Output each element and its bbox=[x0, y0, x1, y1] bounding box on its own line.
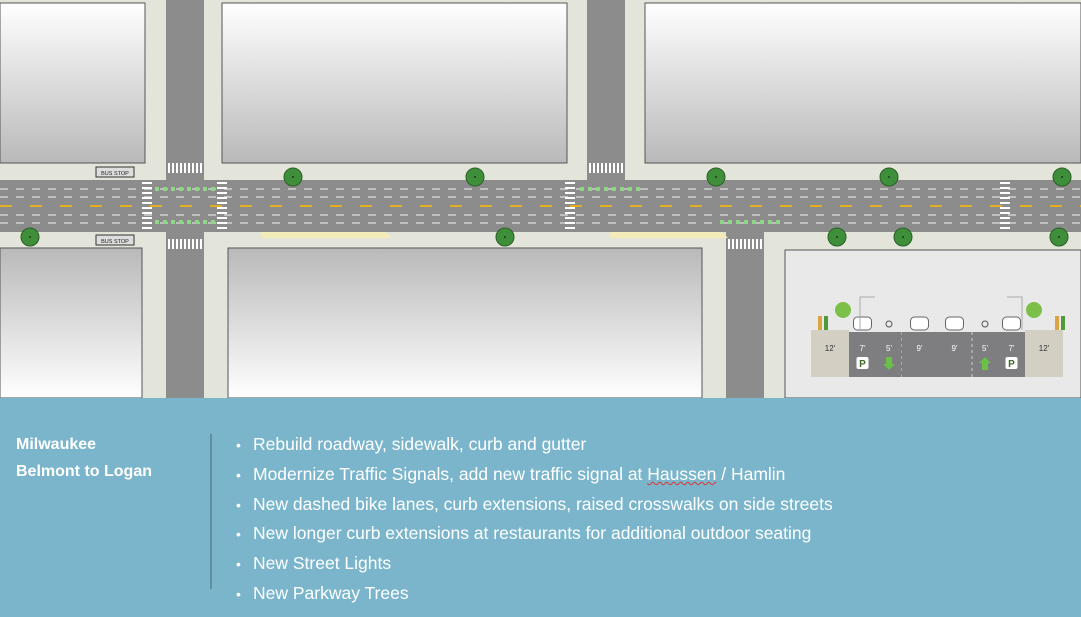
lane-bike: 5' bbox=[876, 320, 903, 377]
spellcheck-word: Haussen bbox=[647, 463, 717, 484]
project-title: Milwaukee Belmont to Logan bbox=[16, 431, 152, 485]
bullet-item: New Parkway Trees bbox=[236, 579, 833, 609]
title-limits: Belmont to Logan bbox=[16, 463, 152, 480]
tree-trunk bbox=[29, 236, 31, 238]
lane-sidewalk: 12' bbox=[811, 330, 849, 377]
parking-letter: P bbox=[1008, 359, 1015, 370]
tree-trunk bbox=[292, 176, 294, 178]
bullet-item: New Street Lights bbox=[236, 549, 833, 579]
title-street: Milwaukee bbox=[16, 436, 97, 453]
lane-sidewalk: 12' bbox=[1025, 330, 1063, 377]
car-icon bbox=[1002, 316, 1021, 331]
bullet-text: Modernize Traffic Signals, add new traff… bbox=[253, 463, 648, 484]
lane-surface bbox=[811, 330, 849, 377]
cross-street-east-south bbox=[726, 230, 764, 398]
tree-icon bbox=[835, 302, 851, 318]
lane-surface bbox=[876, 332, 902, 377]
bullet-item: Modernize Traffic Signals, add new traff… bbox=[236, 460, 833, 490]
city-blocks bbox=[0, 2, 1081, 398]
lane-surface bbox=[998, 332, 1025, 377]
lane-surface bbox=[972, 332, 998, 377]
lane-markings bbox=[0, 187, 1081, 224]
lane-surface bbox=[902, 332, 937, 377]
bus-stop-sign: BUS STOP bbox=[95, 166, 135, 178]
parking-icon bbox=[856, 357, 869, 369]
street-light-icon bbox=[859, 296, 875, 330]
bus-stop-sign: BUS STOP bbox=[95, 234, 135, 246]
pedestrian-icon bbox=[1061, 316, 1065, 330]
bus-stop-label: BUS STOP bbox=[101, 239, 129, 245]
lane-width-label: 12' bbox=[1039, 344, 1050, 353]
lane-travel: 9' bbox=[937, 316, 972, 377]
bullet-item: Rebuild roadway, sidewalk, curb and gutt… bbox=[236, 430, 833, 460]
lane-parking: 7' P bbox=[849, 316, 876, 377]
tree-trunk bbox=[836, 236, 838, 238]
street-cross-section: 12' 7' P 5' 9' 9' 5' 7' P 12' bbox=[811, 296, 1065, 377]
parking-icon bbox=[1005, 357, 1018, 369]
pedestrian-icon bbox=[824, 316, 828, 330]
arrow-down-icon bbox=[883, 357, 895, 370]
tree-trunk bbox=[474, 176, 476, 178]
lane-width-label: 7' bbox=[1009, 344, 1015, 353]
curb-extension bbox=[262, 232, 392, 238]
lane-width-label: 9' bbox=[952, 344, 958, 353]
bus-stop-label: BUS STOP bbox=[101, 171, 129, 177]
tree-trunk bbox=[715, 176, 717, 178]
lane-surface bbox=[1025, 330, 1063, 377]
cross-street-west-south bbox=[166, 230, 204, 398]
bullet-item: New dashed bike lanes, curb extensions, … bbox=[236, 490, 833, 520]
bicycle-icon bbox=[885, 320, 893, 328]
arrow-up-icon bbox=[979, 357, 991, 370]
cross-street-west-north bbox=[166, 0, 204, 182]
lane-width-label: 5' bbox=[886, 344, 892, 353]
curb-extension bbox=[610, 232, 728, 238]
tree-trunk bbox=[888, 176, 890, 178]
parkway-trees bbox=[20, 167, 1072, 247]
bullet-text: / Hamlin bbox=[716, 463, 786, 484]
lane-parking: 7' P bbox=[998, 316, 1025, 377]
car-icon bbox=[853, 316, 872, 331]
crosswalks bbox=[142, 163, 1010, 249]
divider bbox=[210, 434, 212, 589]
street-light-icon bbox=[1007, 296, 1023, 330]
lane-surface bbox=[849, 332, 876, 377]
cross-street-center-north bbox=[587, 0, 625, 182]
pedestrian-icon bbox=[818, 316, 822, 330]
lane-width-label: 5' bbox=[982, 344, 988, 353]
lane-bike: 5' bbox=[971, 320, 998, 377]
tree-trunk bbox=[504, 236, 506, 238]
tree-icon bbox=[1026, 302, 1042, 318]
lane-width-label: 9' bbox=[917, 344, 923, 353]
tree-trunk bbox=[1058, 236, 1060, 238]
car-icon bbox=[945, 316, 964, 331]
bullet-item: New longer curb extensions at restaurant… bbox=[236, 519, 833, 549]
bicycle-icon bbox=[981, 320, 989, 328]
parking-letter: P bbox=[859, 359, 866, 370]
lane-travel: 9' bbox=[902, 316, 937, 377]
bullet-list: Rebuild roadway, sidewalk, curb and gutt… bbox=[236, 430, 833, 609]
car-icon bbox=[910, 316, 929, 331]
tree-trunk bbox=[902, 236, 904, 238]
lane-surface bbox=[937, 332, 972, 377]
info-panel: Milwaukee Belmont to Logan Rebuild roadw… bbox=[0, 398, 1081, 617]
tree-trunk bbox=[1061, 176, 1063, 178]
lane-width-label: 12' bbox=[825, 344, 836, 353]
pedestrian-icon bbox=[1055, 316, 1059, 330]
street-plan-map: BUS STOP BUS STOP 12' 7' P 5' 9' 9' 5' 7' P 12' bbox=[0, 0, 1081, 398]
lane-width-label: 7' bbox=[860, 344, 866, 353]
